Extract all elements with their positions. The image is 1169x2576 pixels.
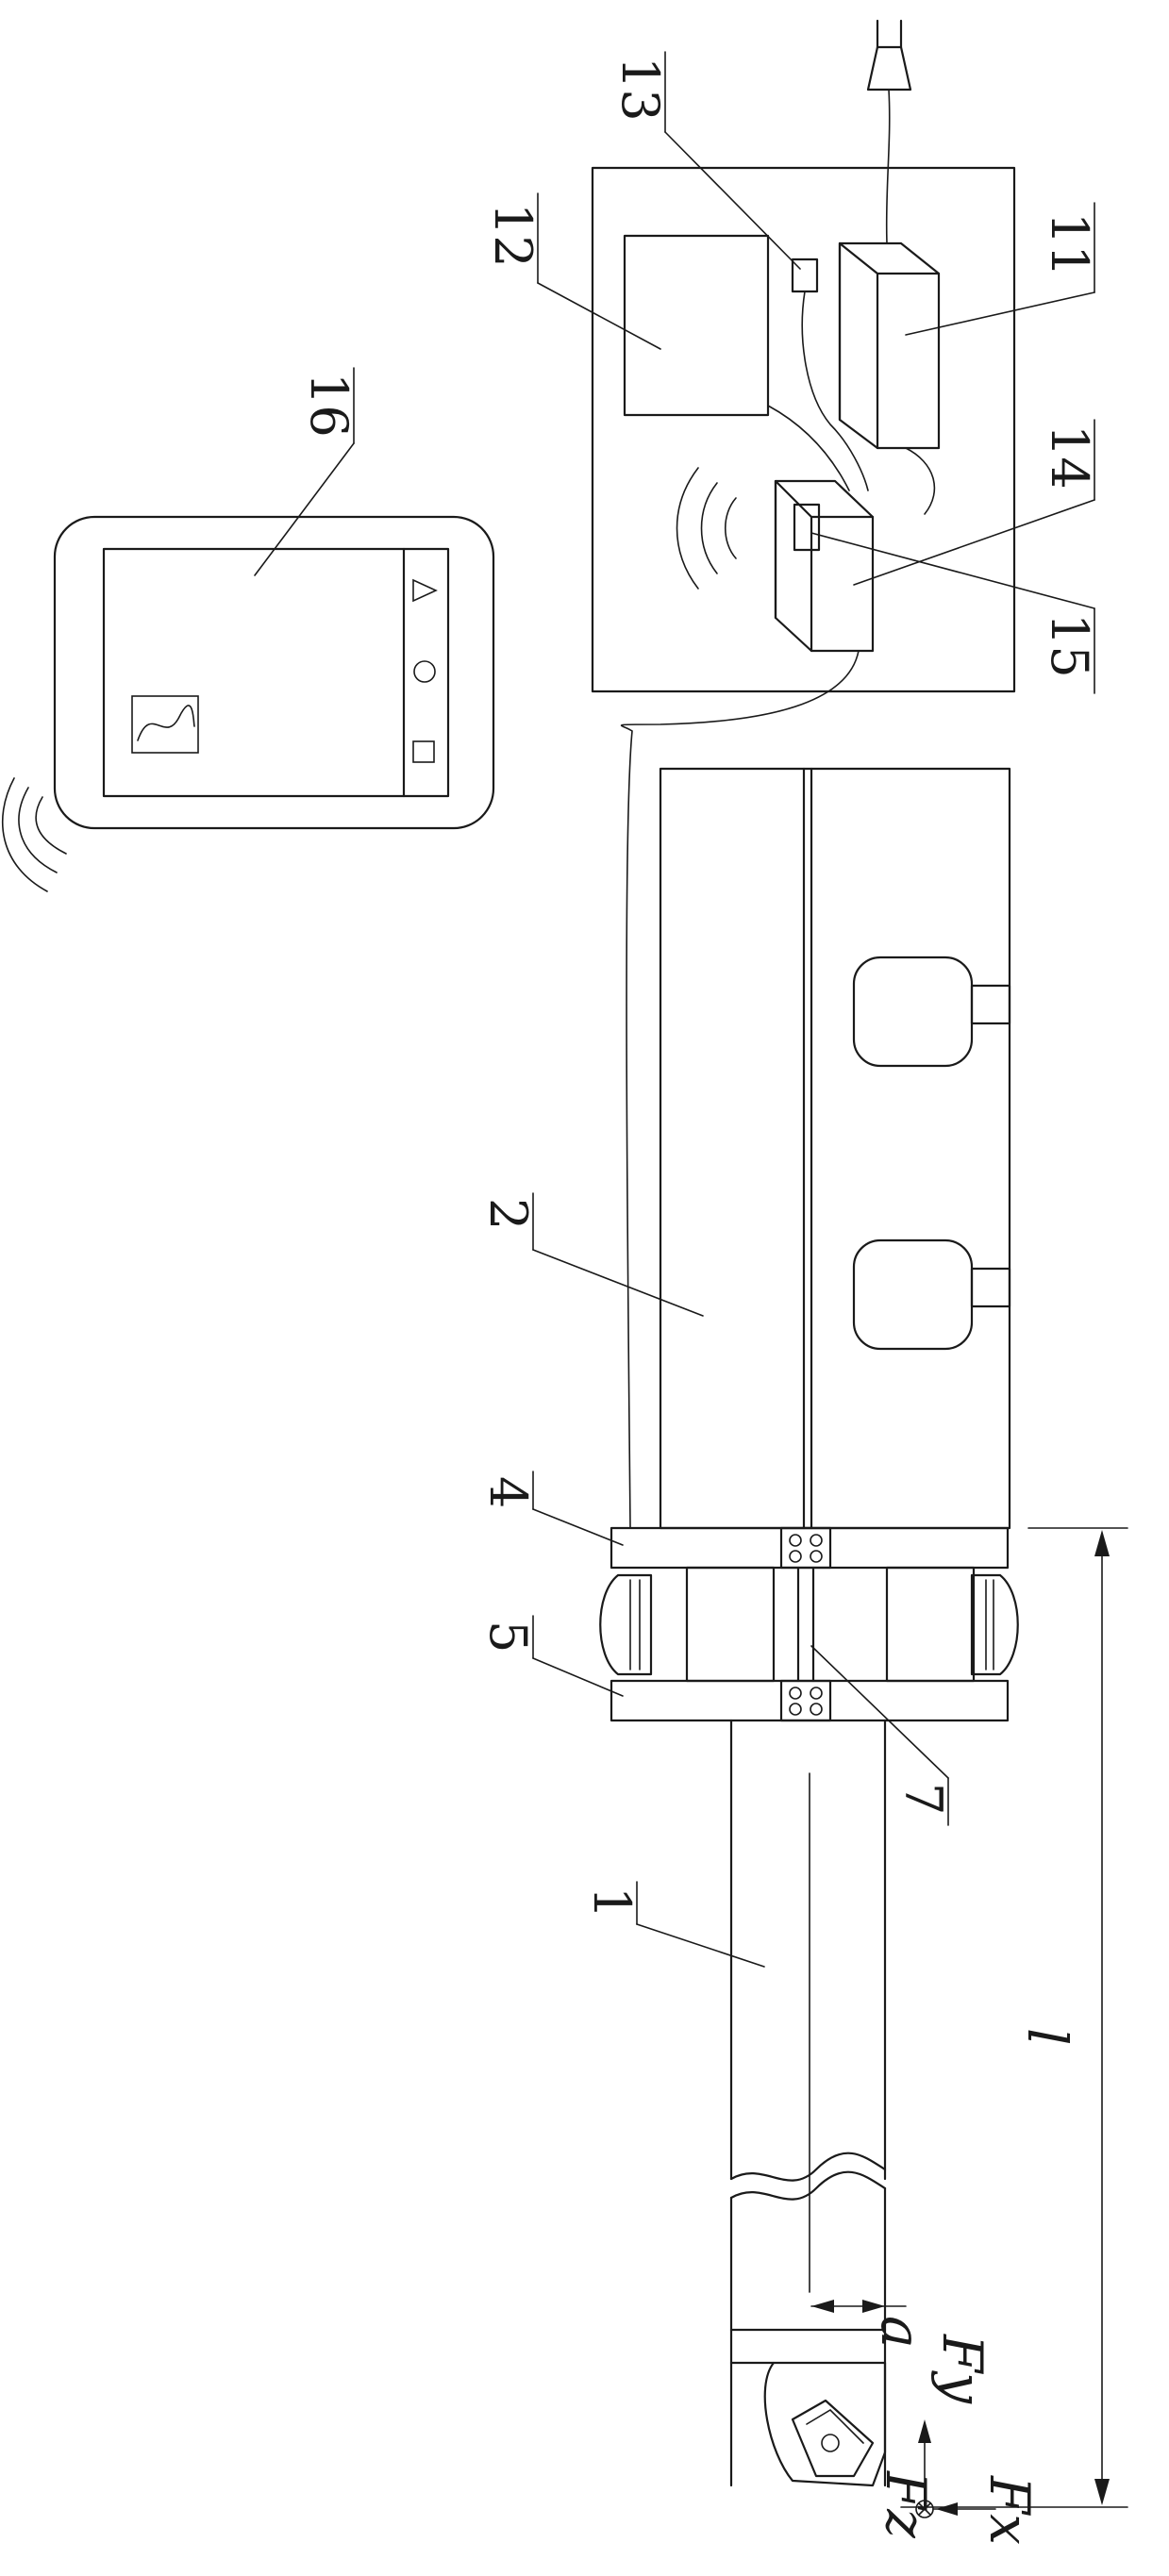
insert-edge bbox=[806, 2408, 864, 2444]
arrow-head bbox=[811, 2300, 834, 2313]
clamp-block bbox=[852, 1238, 974, 1351]
roller-left bbox=[599, 1573, 653, 1676]
label-7: 7 bbox=[893, 1783, 953, 1815]
wireless-wave-icon bbox=[35, 796, 67, 855]
label-16: 16 bbox=[299, 373, 359, 438]
force-x-label: Fx bbox=[977, 2475, 1042, 2545]
label-1: 1 bbox=[582, 1886, 642, 1919]
label-2: 2 bbox=[478, 1198, 538, 1230]
force-z-label: Fz bbox=[874, 2470, 938, 2538]
label-5: 5 bbox=[478, 1620, 538, 1653]
flange-assembly bbox=[599, 1526, 1019, 1722]
home-icon bbox=[413, 660, 436, 683]
wire-11-14 bbox=[905, 447, 936, 515]
roller-left-lines bbox=[629, 1579, 641, 1670]
leader-5 bbox=[532, 1657, 624, 1697]
clamp-stem bbox=[970, 1267, 1011, 1308]
arrow-head bbox=[1094, 2479, 1110, 2505]
label-4: 4 bbox=[478, 1476, 538, 1508]
dimension-l-label: l bbox=[1015, 2028, 1079, 2046]
roller-right-lines bbox=[985, 1579, 994, 1670]
chart-window-icon bbox=[131, 695, 199, 754]
connector-bottom bbox=[779, 1679, 832, 1722]
waveform-icon bbox=[137, 705, 195, 741]
dimension-a bbox=[810, 2286, 907, 2326]
insert-screw-icon bbox=[821, 2434, 840, 2452]
leader-2 bbox=[532, 1249, 704, 1317]
label-14: 14 bbox=[1040, 424, 1099, 490]
transmitter-edges bbox=[774, 479, 875, 653]
break-line bbox=[729, 2170, 887, 2201]
wire-13-14 bbox=[801, 291, 869, 491]
control-panel bbox=[591, 166, 1016, 693]
wireless-wave-icon bbox=[2, 777, 48, 892]
control-panel-frame bbox=[591, 166, 1016, 693]
label-12: 12 bbox=[483, 203, 543, 268]
arrow-head bbox=[1094, 1530, 1110, 1556]
force-arrows bbox=[915, 2419, 996, 2518]
label-15: 15 bbox=[1040, 613, 1099, 678]
force-z-icon bbox=[918, 2502, 931, 2516]
leader-13 bbox=[664, 131, 801, 270]
wireless-wave-icon bbox=[725, 497, 737, 559]
clamp-block bbox=[852, 956, 974, 1068]
tablet-screen bbox=[102, 547, 450, 798]
bolt-icon bbox=[789, 1687, 802, 1700]
power-cord bbox=[885, 89, 891, 244]
leader-7 bbox=[810, 1645, 949, 1779]
bolt-icon bbox=[810, 1703, 823, 1716]
label-13: 13 bbox=[610, 57, 670, 122]
bolt-icon bbox=[810, 1550, 823, 1563]
tool-head bbox=[763, 2361, 887, 2487]
arrow-head bbox=[936, 2502, 958, 2516]
tablet-device bbox=[2, 515, 495, 892]
wire-12-14 bbox=[767, 405, 850, 491]
signal-cable bbox=[620, 650, 860, 1529]
leader-15 bbox=[810, 532, 1095, 609]
bolt-icon bbox=[789, 1703, 802, 1716]
transmitter-box bbox=[774, 479, 875, 653]
force-y-label: Fy bbox=[930, 2334, 994, 2404]
arrow-head bbox=[918, 2419, 931, 2443]
dimension-a-label: a bbox=[869, 2316, 933, 2349]
leader-12 bbox=[537, 282, 661, 350]
back-icon bbox=[412, 578, 438, 603]
main-body-frame bbox=[659, 767, 1011, 1530]
wireless-wave-icon bbox=[676, 467, 699, 590]
leader-1 bbox=[636, 1923, 765, 1968]
leader-4 bbox=[532, 1508, 624, 1546]
leader-11 bbox=[905, 291, 1095, 336]
leader-14 bbox=[853, 499, 1095, 586]
inner-block bbox=[885, 1566, 976, 1683]
plug-body bbox=[866, 45, 912, 91]
bolt-icon bbox=[810, 1687, 823, 1700]
connector-top bbox=[779, 1526, 832, 1570]
inner-block bbox=[685, 1566, 776, 1683]
main-body bbox=[659, 767, 1011, 1530]
recents-icon bbox=[412, 740, 435, 763]
tablet-frame bbox=[53, 515, 495, 830]
power-supply-edges bbox=[838, 241, 941, 450]
control-unit-box bbox=[623, 234, 770, 417]
label-11: 11 bbox=[1040, 212, 1099, 277]
power-plug bbox=[866, 19, 912, 244]
tool-bar bbox=[729, 1719, 887, 2487]
flange-4 bbox=[610, 1526, 1010, 1570]
wireless-wave-icon bbox=[700, 482, 718, 574]
flange-5 bbox=[610, 1679, 1010, 1722]
wireless-wave-icon bbox=[18, 787, 58, 873]
arrow-head bbox=[862, 2300, 885, 2313]
antenna-module-box bbox=[793, 503, 821, 552]
leader-16 bbox=[254, 442, 355, 576]
cutting-insert bbox=[791, 2399, 875, 2478]
break-line bbox=[729, 2152, 887, 2182]
dimension-l bbox=[900, 1527, 1128, 2508]
roller-right bbox=[970, 1573, 1019, 1676]
bolt-icon bbox=[789, 1550, 802, 1563]
bolt-icon bbox=[789, 1534, 802, 1547]
clamp-stem bbox=[970, 984, 1011, 1025]
bolt-icon bbox=[810, 1534, 823, 1547]
